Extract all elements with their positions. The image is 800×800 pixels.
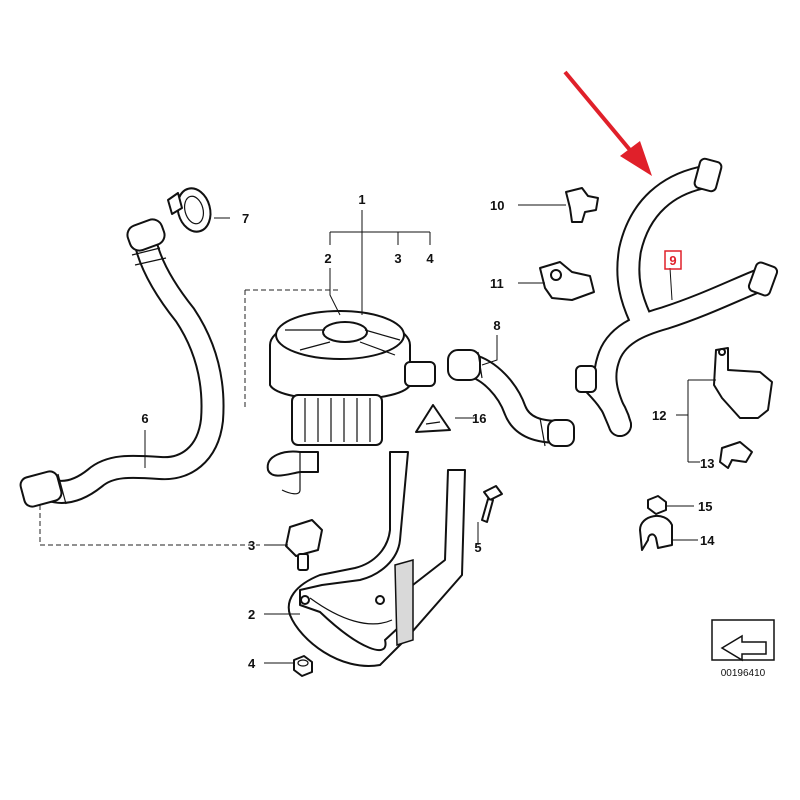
drawing-number-box: 00196410 [711,619,775,679]
highlight-box-9 [664,250,682,270]
clamp-14[interactable] [639,515,673,551]
valve-11[interactable] [539,261,595,301]
callout-2: 2 [324,251,331,266]
bracket-10[interactable] [565,187,599,223]
callout-8: 8 [493,318,500,333]
callout-16: 16 [472,411,486,426]
callout-11: 11 [490,276,504,291]
callout-12: 12 [652,408,666,423]
callout-9: 9 [669,253,676,268]
highlight-arrow [563,70,652,176]
hose-9[interactable] [575,157,779,437]
clip-13[interactable] [719,441,753,469]
air-pump-1[interactable] [266,310,436,495]
callout-6: 6 [141,411,148,426]
callout-15: 15 [698,499,712,514]
callout-3: 3 [394,251,401,266]
hose-6[interactable] [19,217,225,509]
hose-6-frame [39,289,340,546]
callout-13: 13 [700,456,714,471]
nut-4[interactable] [293,655,313,677]
callout-3-lower: 3 [248,538,255,553]
screw-5[interactable] [481,485,503,523]
callout-4: 4 [426,251,434,266]
warning-label-16[interactable] [415,404,451,433]
nut-15[interactable] [647,495,667,515]
callout-10: 10 [490,198,504,213]
bracket-12[interactable] [713,347,773,419]
callout-1: 1 [358,192,365,207]
callout-5: 5 [474,540,481,555]
clamp-7[interactable] [167,185,215,236]
callout-2-lower: 2 [248,607,255,622]
leader-lines [144,204,716,664]
drawing-number: 00196410 [721,668,766,679]
view-arrow-icon [720,634,767,662]
hose-8[interactable] [447,349,575,447]
sensor-3[interactable] [285,519,323,571]
bracket-2[interactable] [287,451,466,667]
callout-14: 14 [700,533,715,548]
callout-labels: 1 2 3 4 7 6 10 11 8 9 12 13 15 14 16 5 3… [141,192,715,671]
callout-7: 7 [242,211,249,226]
callout-4-lower: 4 [248,656,256,671]
